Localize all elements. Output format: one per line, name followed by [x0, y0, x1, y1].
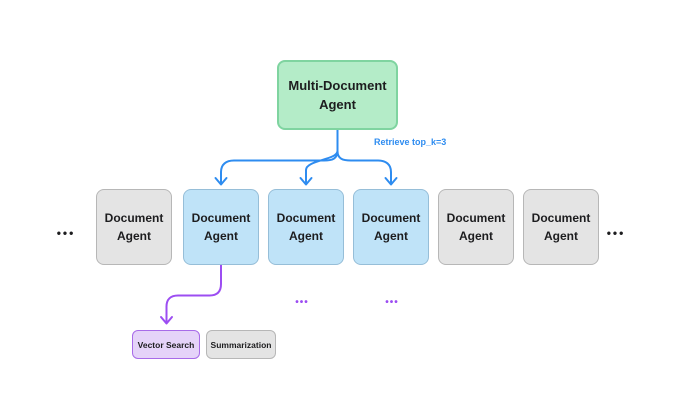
- document-agent-node-5: Document Agent: [438, 189, 514, 265]
- connector-root-to-agent3: [305, 150, 339, 184]
- more-agents-ellipsis-left: •••: [56, 226, 76, 240]
- document-agent-4-label-line1: Document: [361, 211, 421, 225]
- document-agent-5-label-line2: Agent: [459, 229, 493, 243]
- multi-document-agent-node: Multi-Document Agent: [277, 60, 398, 130]
- more-agents-ellipsis-right: •••: [606, 226, 626, 240]
- document-agent-node-1: Document Agent: [96, 189, 172, 265]
- document-agent-node-3: Document Agent: [268, 189, 344, 265]
- arrow-down-icon-agent3: [299, 177, 313, 186]
- document-agent-2-label-line2: Agent: [204, 229, 238, 243]
- retrieve-topk-edge-label: Retrieve top_k=3: [374, 137, 447, 147]
- more-tools-ellipsis-agent4: •••: [385, 297, 399, 308]
- arrow-down-icon-vector-search: [160, 316, 173, 325]
- connector-root-to-agent2: [220, 150, 339, 184]
- document-agent-3-label-line2: Agent: [289, 229, 323, 243]
- document-agent-1-label-line1: Document: [104, 211, 164, 225]
- multi-document-agent-label-line1: Multi-Document: [288, 78, 387, 93]
- document-agent-2-label-line1: Document: [191, 211, 251, 225]
- document-agent-5-label-line1: Document: [446, 211, 506, 225]
- multi-document-agent-label-line2: Agent: [319, 97, 356, 112]
- document-agent-6-label-line1: Document: [531, 211, 591, 225]
- document-agent-node-4: Document Agent: [353, 189, 429, 265]
- arrow-down-icon-agent2: [214, 177, 228, 186]
- more-tools-ellipsis-agent3: •••: [295, 297, 309, 308]
- summarization-label: Summarization: [210, 339, 272, 350]
- connector-root-to-agent4: [336, 150, 392, 184]
- document-agent-3-label-line1: Document: [276, 211, 336, 225]
- summarization-node: Summarization: [206, 330, 276, 359]
- document-agent-4-label-line2: Agent: [374, 229, 408, 243]
- connector-agent2-to-vector-search: [165, 264, 222, 323]
- document-agent-6-label-line2: Agent: [544, 229, 578, 243]
- vector-search-label: Vector Search: [137, 339, 195, 350]
- document-agent-node-6: Document Agent: [523, 189, 599, 265]
- vector-search-node: Vector Search: [132, 330, 200, 359]
- arrow-down-icon-agent4: [384, 177, 398, 186]
- document-agent-1-label-line2: Agent: [117, 229, 151, 243]
- document-agent-node-2: Document Agent: [183, 189, 259, 265]
